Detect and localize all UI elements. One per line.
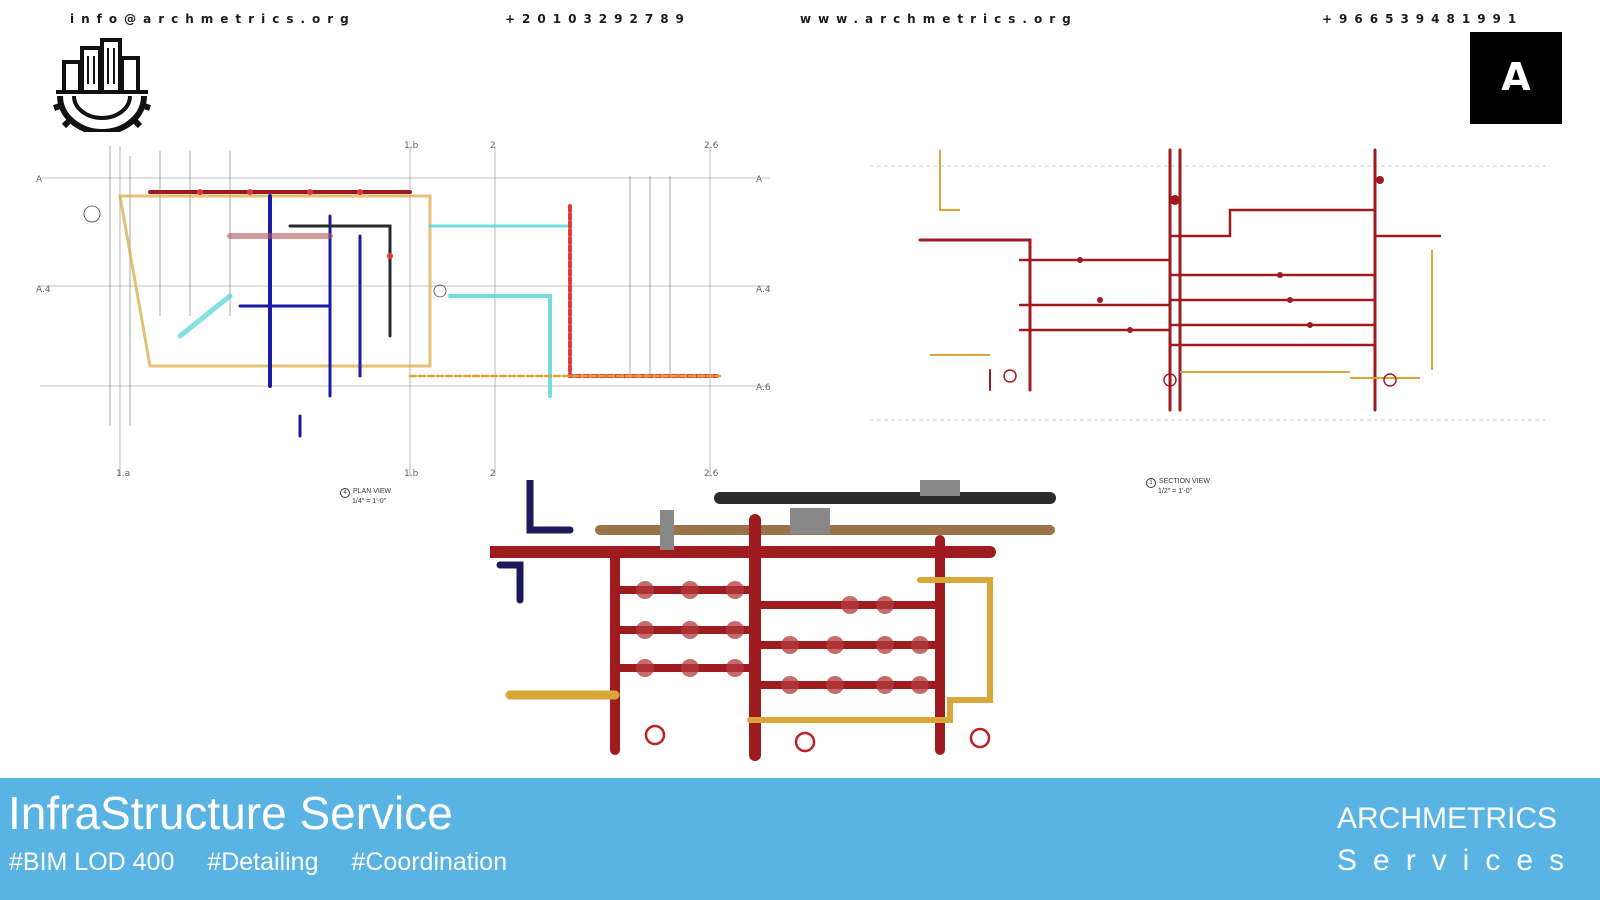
section-view-caption-number: 1 [1146,478,1156,488]
footer-banner: InfraStructure Service #BIM LOD 400 #Det… [0,778,1600,900]
contact-email[interactable]: info@archmetrics.org [70,12,356,26]
brand-name: ARCHMETRICS [1337,802,1558,835]
plan-view-caption-number: 4 [340,488,350,498]
svg-text:1.b: 1.b [404,141,419,151]
plan-view-caption-scale: 1/4" = 1'-0" [352,498,387,505]
svg-text:1.b: 1.b [404,469,419,479]
contact-phone-egypt[interactable]: +20103292789 [505,12,691,26]
svg-text:2.6: 2.6 [704,141,719,151]
hashtag-detailing[interactable]: #Detailing [207,848,319,876]
isometric-pipe-render [490,480,1090,775]
service-title: InfraStructure Service [8,787,453,839]
hashtag-coordination[interactable]: #Coordination [351,848,508,876]
svg-text:A: A [756,175,763,185]
svg-text:2: 2 [490,141,496,151]
hashtag-list: #BIM LOD 400 #Detailing #Coordination [9,848,533,877]
svg-text:A: A [36,175,43,185]
svg-text:A.4: A.4 [36,285,51,295]
plan-view-caption-title: PLAN VIEW [353,488,392,495]
archmetrics-logo: A [1470,32,1562,124]
city-gear-icon [52,36,152,135]
svg-text:2: 2 [490,469,496,479]
contact-phone-saudi[interactable]: +966539481991 [1322,12,1524,26]
contact-website[interactable]: www.archmetrics.org [800,12,1078,26]
brand-mark-letter: A [1501,55,1531,99]
svg-text:A.6: A.6 [756,383,771,393]
brand-subtitle: Services [1337,844,1581,877]
svg-text:1.a: 1.a [116,469,130,479]
section-view-caption-title: SECTION VIEW [1159,478,1210,485]
section-view-caption-scale: 1/2" = 1'-0" [1158,488,1193,495]
hashtag-bim-lod-400[interactable]: #BIM LOD 400 [9,848,175,876]
svg-text:A.4: A.4 [756,285,771,295]
svg-text:2.6: 2.6 [704,469,719,479]
